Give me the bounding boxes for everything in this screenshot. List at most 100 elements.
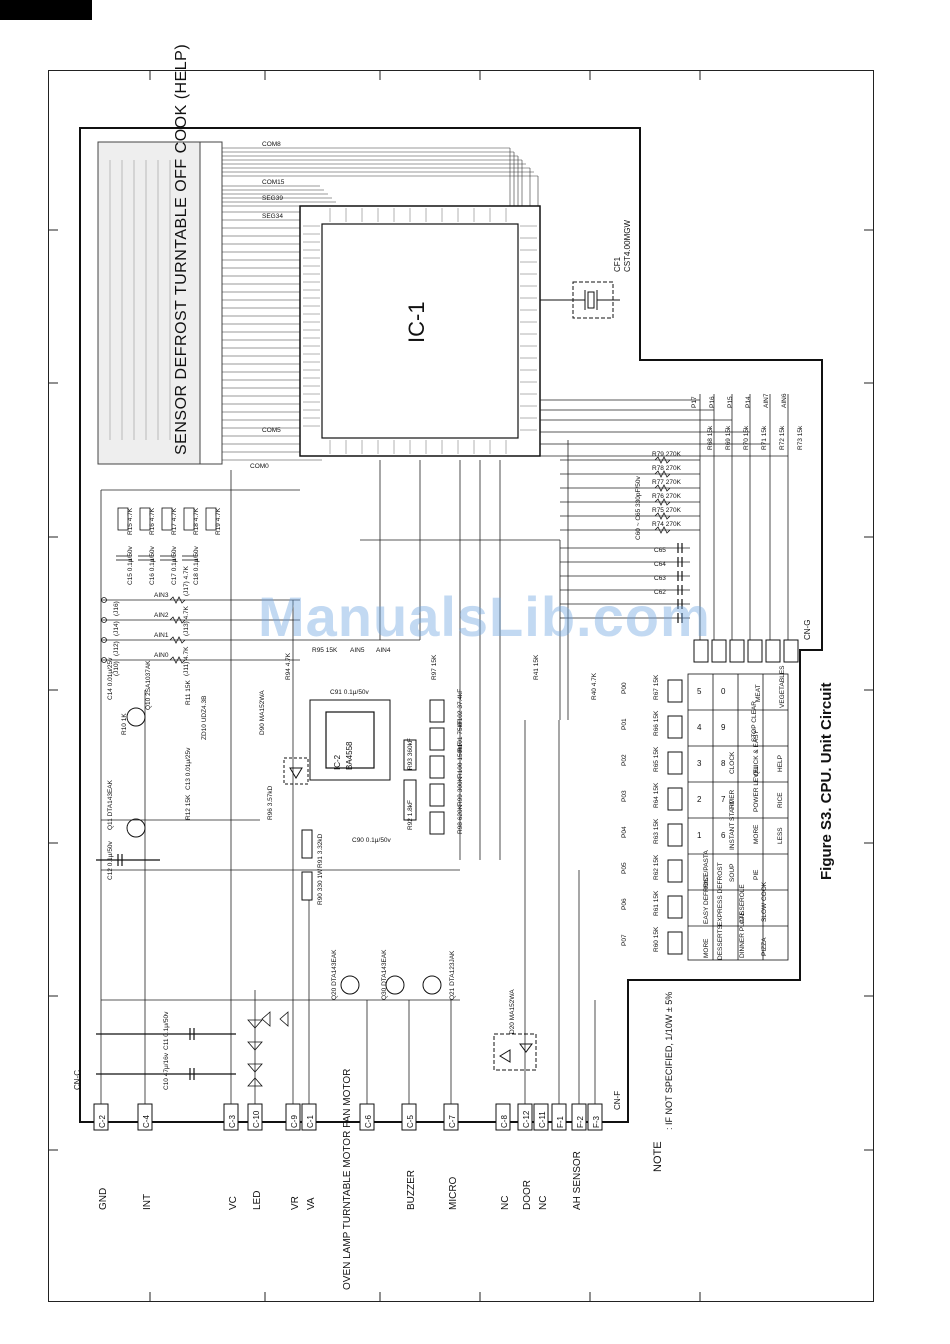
pin-c11: C-11 <box>538 1111 547 1128</box>
port-p15: P15 <box>727 396 734 408</box>
crystal-ref: CF1 <box>613 256 622 272</box>
pin-f1: F-1 <box>556 1115 565 1128</box>
key-resistor-labels: R67 15K R66 15K R65 15K R64 15K R63 15K … <box>635 425 804 952</box>
port-p14: P14 <box>745 396 752 408</box>
pin-c10: C-10 <box>252 1110 261 1128</box>
pin-c8: C-8 <box>500 1115 509 1128</box>
key-easy-defrost: EASY DEFROST <box>703 874 710 924</box>
display-bus <box>222 147 539 461</box>
label-c90: C90 0.1μ/50v <box>352 837 392 844</box>
keypad-grid <box>687 673 789 961</box>
ic1-right-wiring <box>540 394 789 720</box>
label-c10: C10 47μ/16v <box>163 1052 170 1090</box>
frame-ticks <box>48 70 874 1302</box>
label-vc: VC <box>228 1196 239 1210</box>
label-r78: R78 270K <box>652 465 682 472</box>
label-r93: R93 360kF <box>407 738 414 770</box>
key-casserole: CASSEROLE <box>739 884 746 924</box>
pin-f2: F-2 <box>576 1115 585 1128</box>
label-r97: R97 15K <box>431 654 438 680</box>
ic2-name: IC-2 <box>333 754 342 770</box>
pin-c1: C-1 <box>306 1115 315 1128</box>
vfd-caption: SENSOR DEFROST TURNTABLE OFF COOK (HELP) <box>173 43 190 455</box>
key-stop-clear: STOP CLEAR <box>751 701 758 742</box>
led-chain <box>247 1011 289 1087</box>
corner-tab <box>0 0 92 20</box>
ic1-chip <box>299 205 541 457</box>
key-quick-easy: QUICK & EASY <box>753 729 760 776</box>
seg34-label: SEG34 <box>262 213 283 220</box>
pin-c6: C-6 <box>364 1115 373 1128</box>
label-c14: C14 0.01μ/25v <box>107 657 114 700</box>
key-2: 2 <box>697 795 702 804</box>
ain4-label: AIN4 <box>376 647 391 654</box>
label-ah-sensor: AH SENSOR <box>572 1151 583 1210</box>
port-p17: P17 <box>691 396 698 408</box>
key-instant-start: INSTANT START <box>729 800 736 850</box>
label-r101: R101 75kF <box>457 720 464 752</box>
key-more-2: MORE <box>753 824 760 844</box>
label-r60: R60 15K <box>653 926 660 952</box>
label-int: INT <box>142 1194 153 1210</box>
page-frame <box>48 70 874 1302</box>
key-scan-resistors <box>667 679 683 955</box>
output-transistors <box>126 707 442 995</box>
label-c60-c65: C60 ~ C65 330pF/50v <box>635 475 642 540</box>
key-power-level: POWER LEVEL <box>753 765 760 812</box>
ic2-opamp <box>283 699 391 785</box>
key-less: LESS <box>777 827 784 844</box>
connector-pin-labels: C-2 C-4 C-3 C-10 C-9 C-1 C-6 C-5 C-7 C-8… <box>98 1110 601 1128</box>
key-more: MORE <box>703 938 710 958</box>
keypad-key-labels: 5 0 4 9 3 8 2 7 1 6 <box>697 687 726 840</box>
label-r91: R91 3.32kD <box>317 833 324 868</box>
key-clock: CLOCK <box>729 751 736 774</box>
key-4: 4 <box>697 723 702 732</box>
label-r73: R73 15k <box>797 425 804 450</box>
label-r19: R19 4.7K <box>215 507 222 535</box>
label-r41: R41 15K <box>533 654 540 680</box>
key-0: 0 <box>721 687 726 696</box>
label-r79: R79 270K <box>652 451 682 458</box>
label-r63: R63 15K <box>653 818 660 844</box>
label-r11: R11 15K <box>185 680 192 705</box>
left-caps <box>96 854 236 1080</box>
key-9: 9 <box>721 723 726 732</box>
key-7: 7 <box>721 795 726 804</box>
port-p01: P01 <box>621 718 628 730</box>
port-p05: P05 <box>621 862 628 874</box>
label-j12: (J12) <box>113 641 120 656</box>
label-c17: C17 0.1μ/50v <box>171 545 178 585</box>
label-j16: (J16) <box>113 601 120 616</box>
label-d20: D20 MA152WA <box>509 989 516 1034</box>
display-com-labels: COM8 COM15 SEG39 SEG34 COM5 COM0 <box>250 141 285 470</box>
keypad-function-labels: MEAT VEGETABLES STOP CLEAR CLOCK QUICK &… <box>703 665 786 960</box>
key-vegetables: VEGETABLES <box>779 665 786 708</box>
label-gnd: GND <box>98 1188 109 1210</box>
label-r16: R16 4.7K <box>149 507 156 535</box>
label-r15: R15 4.7K <box>127 507 134 535</box>
com5-label: COM5 <box>262 427 281 434</box>
port-p00: P00 <box>621 682 628 694</box>
port-p16: P16 <box>709 396 716 408</box>
label-r62: R62 15K <box>653 854 660 880</box>
label-c64: C64 <box>654 561 666 568</box>
label-q20: Q20 DTA143EAK <box>331 949 338 1000</box>
port-p03: P03 <box>621 790 628 802</box>
label-r98: R98 620K <box>457 804 464 834</box>
label-c62: C62 <box>654 589 666 596</box>
label-r69: R69 15k <box>725 425 732 450</box>
label-nc-1: NC <box>500 1196 511 1210</box>
key-5: 5 <box>697 687 702 696</box>
crystal-part: CST4.00MGW <box>623 220 632 272</box>
connector-function-labels: GND INT VC LED VR VA OVEN LAMP TURNTABLE… <box>98 1069 583 1290</box>
label-r77: R77 270K <box>652 479 682 486</box>
pin-c9: C-9 <box>290 1115 299 1128</box>
key-dinner-plate: DINNER PLATE <box>739 911 746 958</box>
key-express-defrost: EXPRESS DEFROST <box>717 862 724 926</box>
figure-caption: Figure S3. CPU. Unit Circuit <box>818 682 835 880</box>
key-1: 1 <box>697 831 702 840</box>
label-d90: D90 MA152WA <box>259 690 266 735</box>
label-r90: R90 330 1W <box>317 868 324 905</box>
ain2-label: AIN2 <box>154 612 169 619</box>
